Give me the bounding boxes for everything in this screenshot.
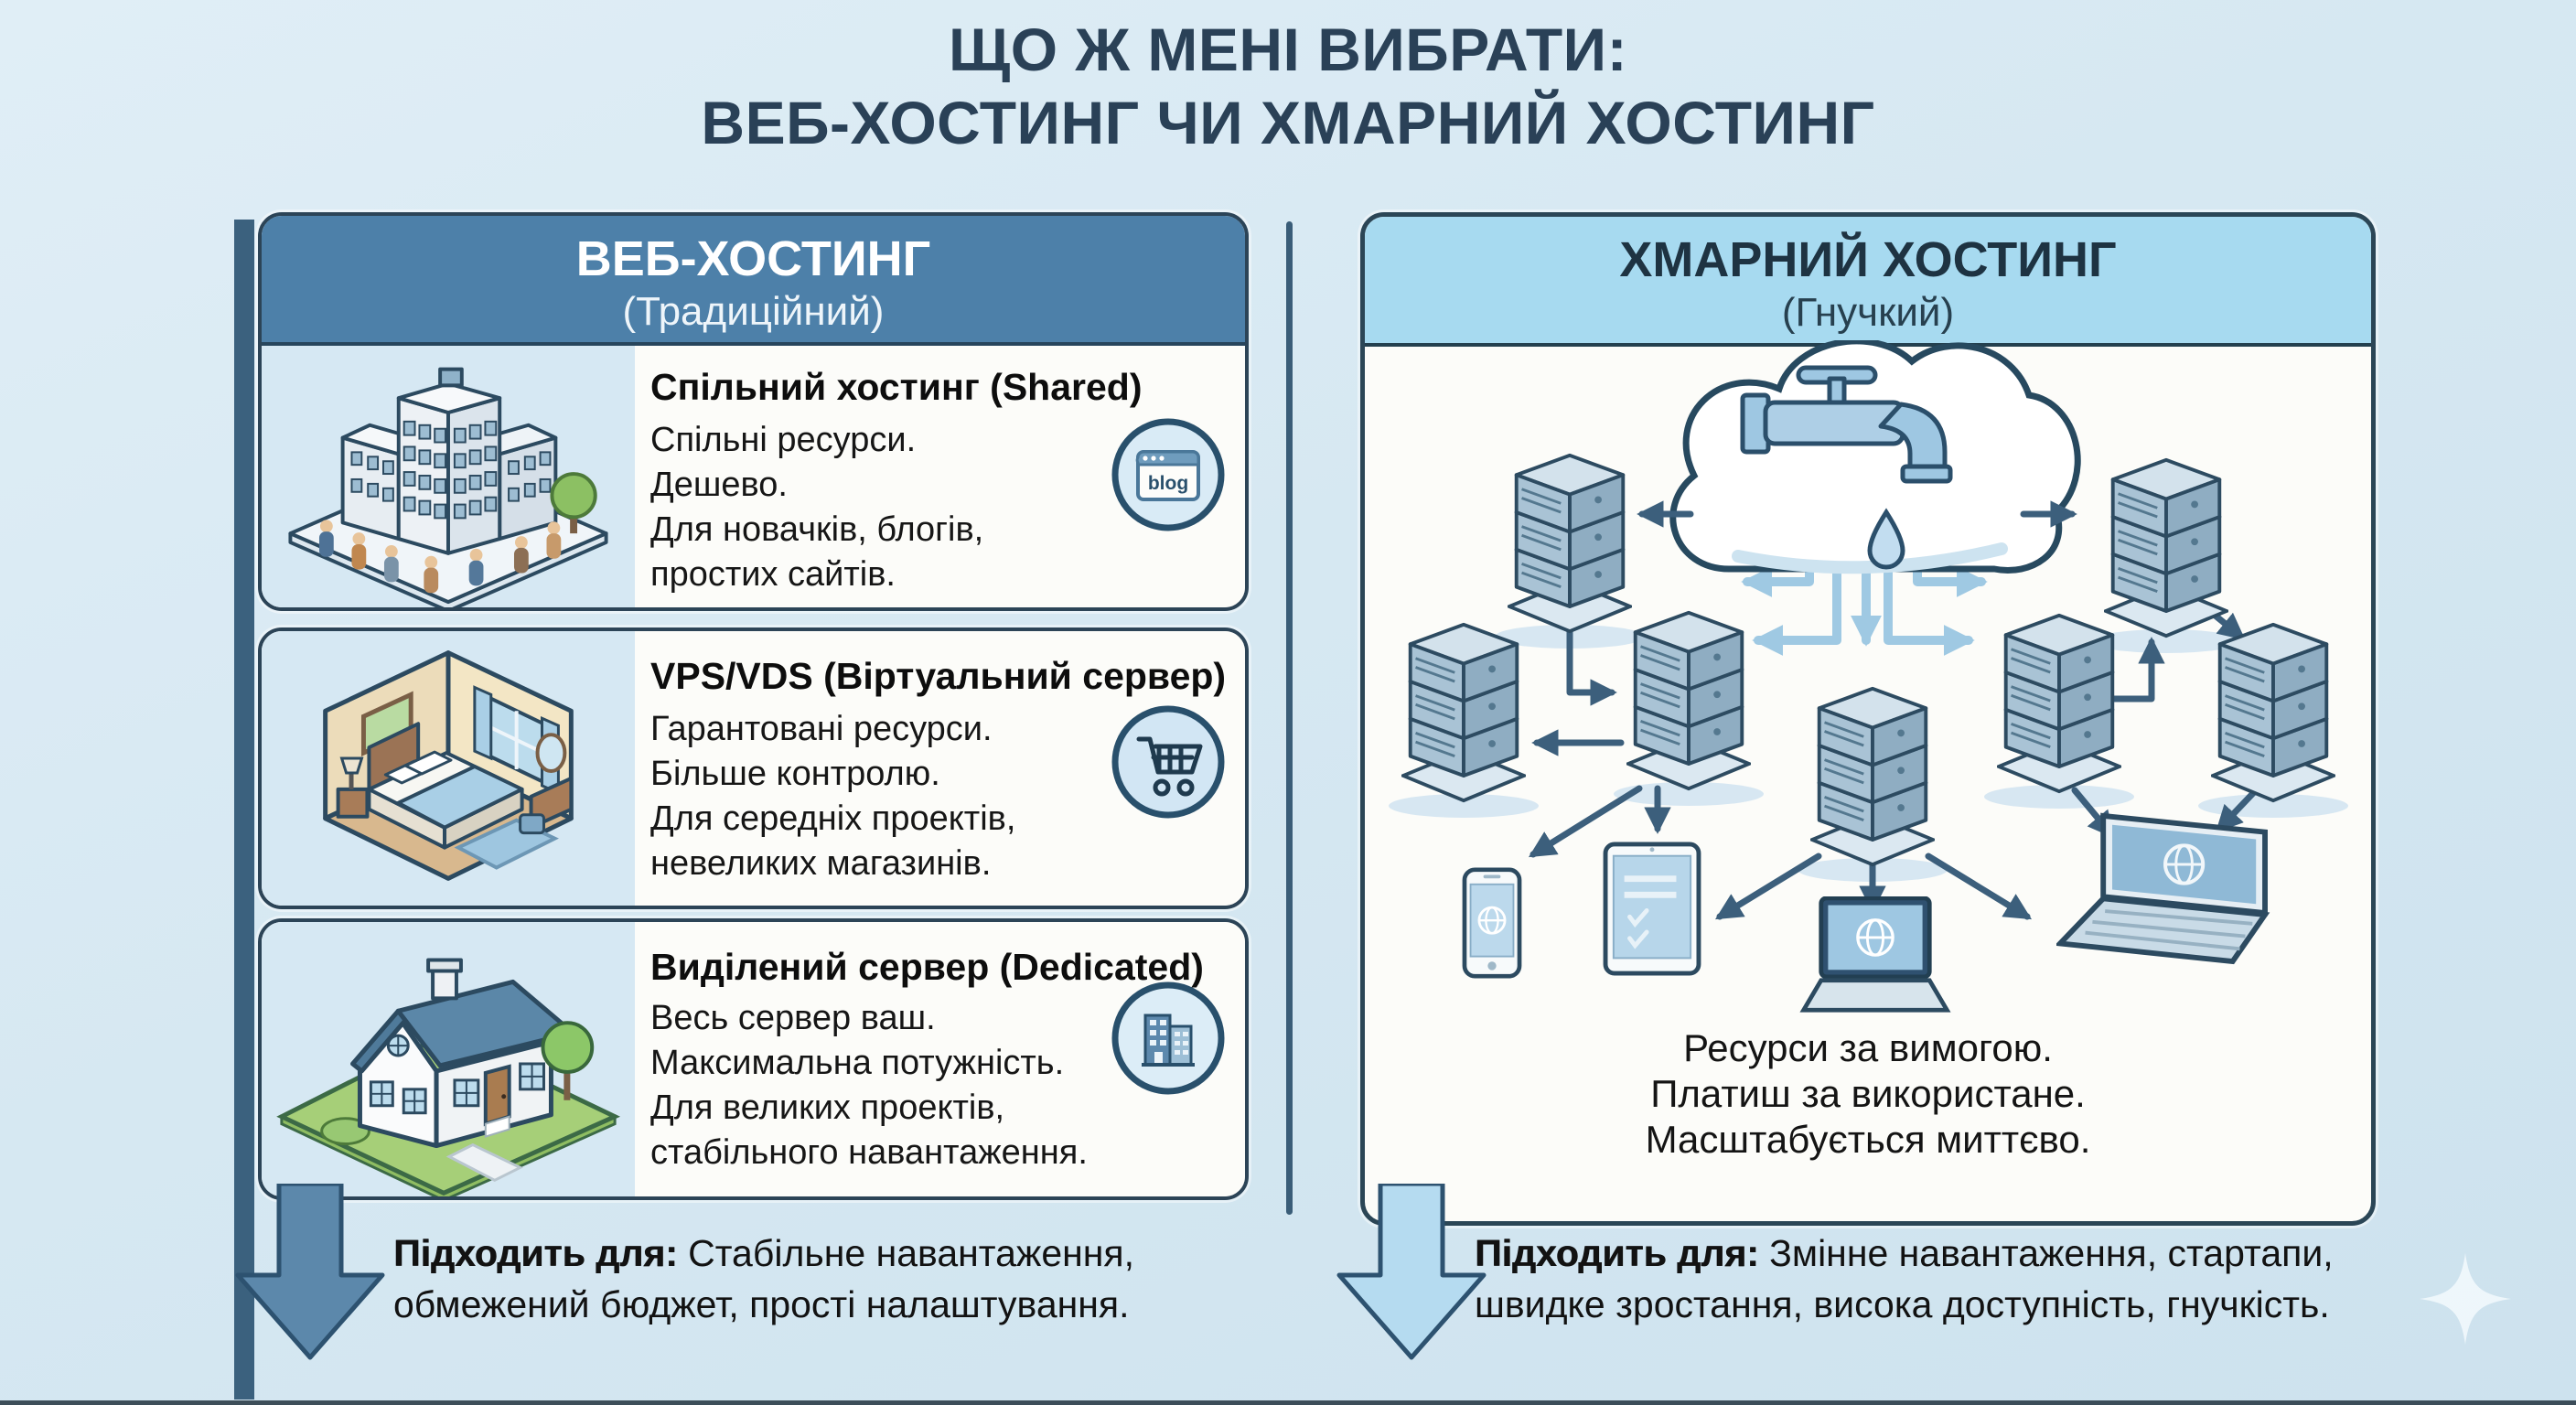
shared-line-4: простих сайтів. bbox=[650, 555, 896, 594]
dedicated-line-4: стабільного навантаження. bbox=[650, 1133, 1088, 1172]
vps-line-1: Гарантовані ресурси. bbox=[650, 710, 993, 748]
people-icons bbox=[318, 520, 562, 594]
apartment-building-image bbox=[288, 367, 608, 607]
shared-line-1: Спільні ресурси. bbox=[650, 421, 917, 459]
house-illustration bbox=[262, 922, 635, 1196]
phone-icon bbox=[1465, 870, 1519, 976]
sparkle-icon bbox=[2420, 1253, 2511, 1345]
cloud-desc-line3: Масштабується миттєво. bbox=[1645, 1118, 2091, 1161]
dedicated-title: Виділений сервер (Dedicated) bbox=[650, 946, 1204, 988]
left-footer-line2: обмежений бюджет, прості налаштування. bbox=[393, 1283, 1130, 1325]
page-title-line1: ЩО Ж МЕНІ ВИБРАТИ: bbox=[948, 16, 1628, 83]
server-stack-icon bbox=[1401, 622, 1526, 803]
cloud-desc-line2: Платиш за використане. bbox=[1650, 1072, 2086, 1115]
panel-divider bbox=[1286, 221, 1293, 1215]
right-footer: Підходить для: Змінне навантаження, стар… bbox=[1475, 1228, 2536, 1330]
down-arrow-right bbox=[1336, 1184, 1487, 1360]
right-footer-prefix: Підходить для: bbox=[1475, 1232, 1759, 1274]
right-footer-line1: Підходить для: Змінне навантаження, стар… bbox=[1475, 1232, 2334, 1274]
tablet-icon bbox=[1605, 844, 1699, 973]
network-arrows bbox=[1529, 500, 2259, 920]
blog-icon-label: blog bbox=[1148, 473, 1188, 494]
server-stack-icon bbox=[1508, 453, 1632, 634]
bottom-edge bbox=[0, 1400, 2576, 1405]
apartment-building-illustration bbox=[262, 346, 635, 607]
blog-browser-icon: blog bbox=[1111, 418, 1225, 531]
bedroom-illustration bbox=[262, 631, 635, 906]
server-stack-icon bbox=[2104, 457, 2228, 638]
left-footer-prefix: Підходить для: bbox=[393, 1232, 678, 1274]
office-building-icon bbox=[1111, 981, 1225, 1095]
shopping-cart-icon bbox=[1111, 705, 1225, 819]
server-stack-icon bbox=[1997, 613, 2121, 794]
cloud-hosting-subtitle: (Гнучкий) bbox=[1781, 290, 1955, 335]
shared-line-3: Для новачків, блогів, bbox=[650, 510, 984, 549]
cloud-hosting-header: ХМАРНИЙ ХОСТИНГ (Гнучкий) bbox=[1365, 217, 2371, 347]
card-shared-hosting: ВЕБ-ХОСТИНГ (Традиційний) bbox=[258, 212, 1249, 611]
cloud-desc-line1: Ресурси за вимогою. bbox=[1683, 1026, 2053, 1069]
bedroom-image bbox=[323, 650, 574, 881]
server-stack-icon bbox=[1626, 610, 1751, 791]
tree-icon bbox=[550, 472, 597, 534]
dedicated-line-2: Максимальна потужність. bbox=[650, 1044, 1065, 1082]
cloud-description: Ресурси за вимогою. Платиш за використан… bbox=[1365, 1025, 2371, 1163]
dedicated-line-3: Для великих проектів, bbox=[650, 1089, 1005, 1127]
laptop-iso-icon bbox=[2060, 816, 2265, 961]
card-vps-vds: VPS/VDS (Віртуальний сервер) Гарантовані… bbox=[258, 627, 1249, 909]
vps-line-2: Більше контролю. bbox=[650, 755, 940, 793]
vps-line-4: невеликих магазинів. bbox=[650, 844, 992, 883]
server-stack-icon bbox=[1810, 686, 1935, 867]
cloud-hosting-diagram bbox=[1389, 340, 2348, 1019]
page-title-line2: ВЕБ-ХОСТИНГ ЧИ ХМАРНИЙ ХОСТИНГ bbox=[701, 89, 1875, 156]
server-stack-icon bbox=[2211, 622, 2335, 803]
web-hosting-header: ВЕБ-ХОСТИНГ (Традиційний) bbox=[262, 216, 1245, 346]
vps-title: VPS/VDS (Віртуальний сервер) bbox=[650, 655, 1227, 697]
dedicated-line-1: Весь сервер ваш. bbox=[650, 999, 936, 1037]
left-footer: Підходить для: Стабільне навантаження, о… bbox=[393, 1228, 1235, 1330]
web-hosting-title: ВЕБ-ХОСТИНГ bbox=[575, 231, 931, 286]
water-drop-icon bbox=[1867, 508, 1905, 570]
cloud-hosting-title: ХМАРНИЙ ХОСТИНГ bbox=[1619, 232, 2117, 287]
card-dedicated: Виділений сервер (Dedicated) Весь сервер… bbox=[258, 918, 1249, 1200]
shared-line-2: Дешево. bbox=[650, 466, 788, 504]
shared-hosting-title: Спільний хостинг (Shared) bbox=[650, 366, 1143, 408]
page-title: ЩО Ж МЕНІ ВИБРАТИ: ВЕБ-ХОСТИНГ ЧИ ХМАРНИ… bbox=[0, 13, 2576, 159]
house-image bbox=[276, 958, 621, 1196]
left-footer-line1: Підходить для: Стабільне навантаження, bbox=[393, 1232, 1135, 1274]
faucet-icon bbox=[1740, 365, 1953, 484]
vps-line-3: Для середніх проектів, bbox=[650, 799, 1016, 838]
down-arrow-left bbox=[235, 1184, 385, 1360]
laptop-icon bbox=[1804, 898, 1948, 1010]
left-accent-bar bbox=[234, 220, 254, 1400]
web-hosting-subtitle: (Традиційний) bbox=[622, 289, 885, 334]
right-footer-line2: швидке зростання, висока доступність, гн… bbox=[1475, 1283, 2330, 1325]
